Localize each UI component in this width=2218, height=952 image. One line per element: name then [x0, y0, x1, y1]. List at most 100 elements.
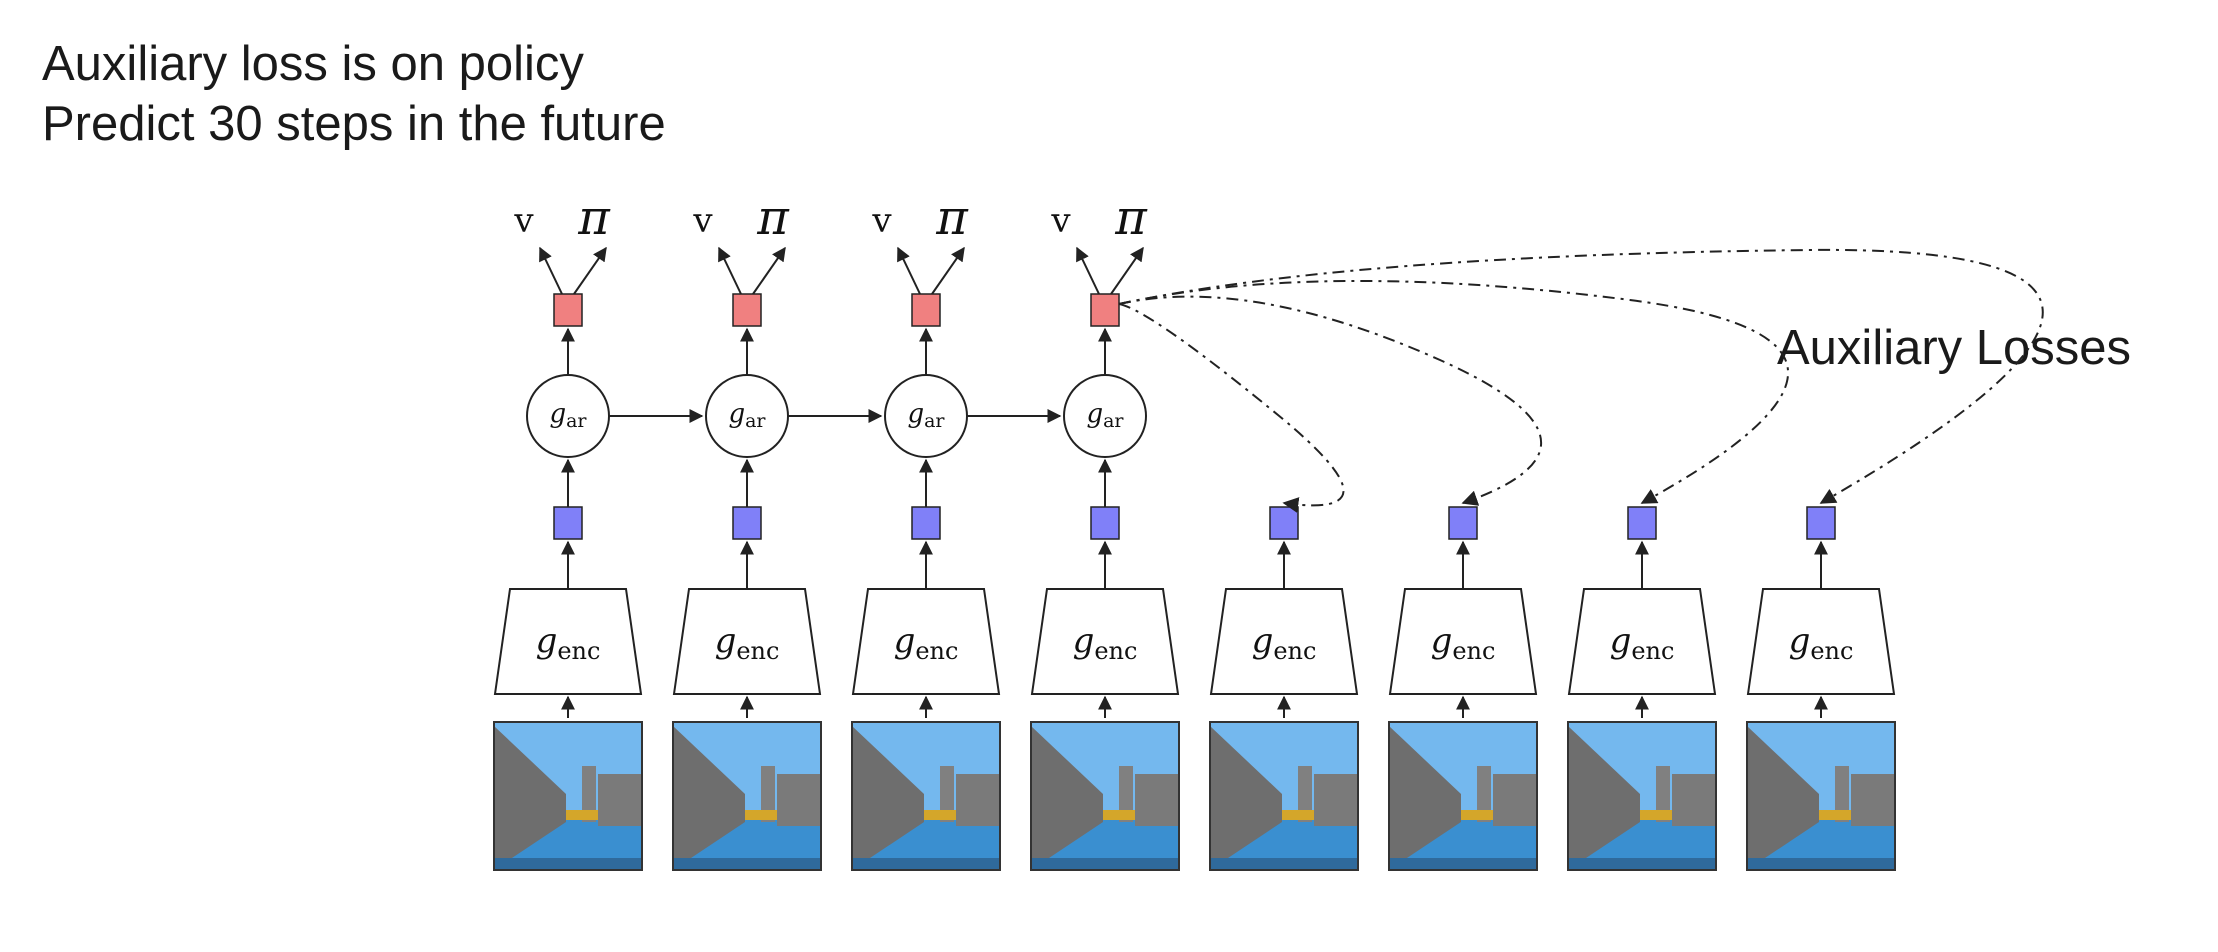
frame-hud — [1568, 858, 1716, 870]
ar-label: gar — [728, 399, 766, 432]
frame-floor-stripe — [1461, 810, 1493, 820]
arrow-to-value — [897, 246, 921, 295]
frame-border — [1209, 721, 1359, 871]
heading-line-1: Auxiliary loss is on policy — [42, 37, 584, 91]
auxiliary-loss-arrow — [1118, 303, 1345, 513]
policy-symbol: π — [577, 190, 611, 246]
timestep-column: genc gar v π — [851, 190, 1001, 871]
value-symbol: v — [692, 201, 713, 241]
frame-wall-right — [1851, 774, 1895, 826]
frame-hud — [673, 858, 821, 870]
arrow-to-policy — [1110, 246, 1144, 295]
frame-wall-left — [1747, 726, 1819, 870]
frame-wall-left — [1568, 726, 1640, 870]
arrow-to-policy — [931, 246, 965, 295]
ar-label: gar — [907, 399, 945, 432]
encoder-label: genc — [1610, 621, 1675, 665]
policy-box — [732, 293, 762, 327]
timestep-column: genc — [1388, 506, 1538, 871]
latent-box — [553, 506, 583, 540]
latent-box — [1627, 506, 1657, 540]
frame-wall-right — [956, 774, 1000, 826]
heading-line-2: Predict 30 steps in the future — [42, 97, 666, 151]
frame-floor-stripe — [1282, 810, 1314, 820]
encoder-label: genc — [894, 621, 959, 665]
frame-floor-stripe — [745, 810, 777, 820]
encoder-trapezoid — [1746, 588, 1896, 695]
frame-wall-right — [1135, 774, 1179, 826]
encoder-label: genc — [1073, 621, 1138, 665]
encoder-trapezoid — [493, 588, 643, 695]
frame-wall-left — [1210, 726, 1282, 870]
policy-symbol: π — [1114, 190, 1148, 246]
latent-box — [1448, 506, 1478, 540]
encoder-label: genc — [1431, 621, 1496, 665]
frame-floor-stripe — [566, 810, 598, 820]
frame-pillar — [1835, 766, 1849, 822]
frame-hud — [494, 858, 642, 870]
auxiliary-losses-label: Auxiliary Losses — [1777, 321, 2132, 375]
frame-border — [672, 721, 822, 871]
frame-wall-right — [1672, 774, 1716, 826]
frame-hud — [1747, 858, 1895, 870]
frame-pillar — [1477, 766, 1491, 822]
frame-border — [1567, 721, 1717, 871]
frame-border — [1746, 721, 1896, 871]
timestep-column: genc gar v π — [672, 190, 822, 871]
frame-hud — [1389, 858, 1537, 870]
arrow-to-policy — [752, 246, 786, 295]
frame-pillar — [1298, 766, 1312, 822]
frame-pillar — [1656, 766, 1670, 822]
frame-wall-right — [1314, 774, 1358, 826]
ar-label: gar — [1086, 399, 1124, 432]
frame-border — [1388, 721, 1538, 871]
timestep-column: genc — [1567, 506, 1717, 871]
frame-floor-stripe — [1640, 810, 1672, 820]
frame-floor-stripe — [1103, 810, 1135, 820]
frame-wall-left — [1031, 726, 1103, 870]
value-symbol: v — [871, 201, 892, 241]
frame-wall-right — [1493, 774, 1537, 826]
frame-wall-left — [852, 726, 924, 870]
policy-box — [553, 293, 583, 327]
policy-box — [911, 293, 941, 327]
frame-wall-right — [777, 774, 821, 826]
value-symbol: v — [513, 201, 534, 241]
timestep-column: genc — [1209, 506, 1359, 871]
auxiliary-loss-arrow — [1118, 248, 2044, 504]
latent-box — [1090, 506, 1120, 540]
encoder-trapezoid — [851, 588, 1001, 695]
timestep-column: genc gar v π — [1030, 190, 1180, 871]
frame-border — [493, 721, 643, 871]
frame-wall-left — [673, 726, 745, 870]
auxiliary-loss-arrow — [1118, 279, 1789, 504]
frame-pillar — [940, 766, 954, 822]
encoder-trapezoid — [1567, 588, 1717, 695]
latent-box — [911, 506, 941, 540]
frame-border — [851, 721, 1001, 871]
encoder-trapezoid — [1030, 588, 1180, 695]
policy-symbol: π — [935, 190, 969, 246]
encoder-label: genc — [715, 621, 780, 665]
arrow-to-value — [1076, 246, 1100, 295]
timestep-column: genc — [1746, 506, 1896, 871]
frame-pillar — [582, 766, 596, 822]
frame-wall-right — [598, 774, 642, 826]
latent-box — [1806, 506, 1836, 540]
latent-box — [1269, 506, 1299, 540]
arrow-to-policy — [573, 246, 607, 295]
arrow-to-value — [718, 246, 742, 295]
frame-wall-left — [1389, 726, 1461, 870]
latent-box — [732, 506, 762, 540]
policy-symbol: π — [756, 190, 790, 246]
frame-floor-stripe — [924, 810, 956, 820]
encoder-trapezoid — [1388, 588, 1538, 695]
encoder-trapezoid — [672, 588, 822, 695]
arrow-to-value — [539, 246, 563, 295]
frame-pillar — [761, 766, 775, 822]
frame-hud — [1031, 858, 1179, 870]
value-symbol: v — [1050, 201, 1071, 241]
frame-wall-left — [494, 726, 566, 870]
frame-border — [1030, 721, 1180, 871]
